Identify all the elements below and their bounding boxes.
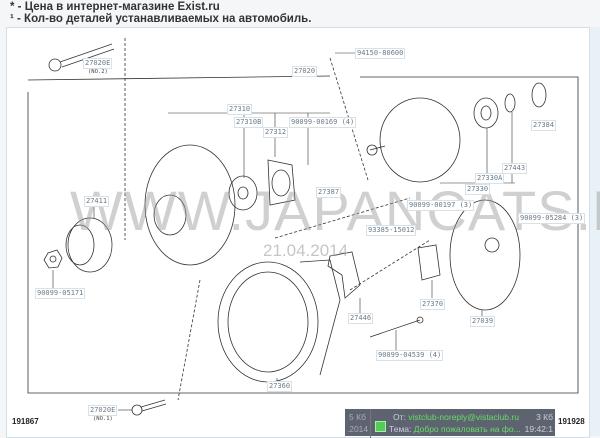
assembly-frame bbox=[27, 76, 579, 394]
label-90099-05171[interactable]: 90099-05171 bbox=[35, 288, 86, 299]
note-price: * - Цена в интернет-магазине Exist.ru bbox=[10, 1, 220, 13]
bearing-shape bbox=[228, 175, 258, 211]
label-27443[interactable]: 27443 bbox=[502, 163, 528, 174]
label-90099-00197[interactable]: 90099-00197 (3) bbox=[407, 200, 475, 211]
watermark-date: 21.04.2014 bbox=[263, 241, 349, 260]
label-27020[interactable]: 27020 bbox=[292, 66, 318, 77]
nut-shape bbox=[43, 249, 63, 269]
label-90099-05284[interactable]: 90099-05284 (3) bbox=[518, 213, 586, 224]
label-27330[interactable]: 27330 bbox=[465, 184, 491, 195]
bolt-bottom-shape bbox=[131, 399, 167, 416]
pulley-shape bbox=[65, 217, 113, 273]
label-no1: (NO.1) bbox=[93, 416, 113, 422]
left-size: 5 Кб bbox=[349, 412, 366, 422]
message-time: 19:42:1 bbox=[524, 424, 553, 434]
label-93385-15012[interactable]: 93385-15012 bbox=[366, 225, 417, 236]
stator-shape bbox=[217, 259, 341, 383]
scrollbar[interactable] bbox=[590, 27, 600, 436]
left-date: .2014 bbox=[346, 424, 369, 434]
notification-left: 5 Кб .2014 bbox=[345, 409, 371, 438]
subject-text: Добро пожаловать на фо... bbox=[413, 424, 521, 434]
label-no2: (NO.2) bbox=[88, 69, 108, 75]
note-quantity: ¹ - Кол-во деталей устанавливаемых на ав… bbox=[10, 13, 312, 25]
label-27446[interactable]: 27446 bbox=[348, 313, 374, 324]
plate2-shape bbox=[327, 251, 361, 299]
ref-right: 191928 bbox=[558, 417, 585, 426]
ring-shape bbox=[504, 93, 516, 113]
bearing-rear-shape bbox=[473, 97, 499, 129]
mail-notification[interactable]: 5 Кб .2014 От: vistclub-noreply@vistaclub… bbox=[345, 409, 555, 438]
unread-icon bbox=[375, 421, 386, 432]
message-size: 3 Кб bbox=[536, 412, 553, 422]
long-bolt-shape bbox=[369, 316, 424, 338]
rotor-shape bbox=[366, 97, 461, 183]
label-94150-80600[interactable]: 94150-80600 bbox=[355, 48, 406, 59]
label-90099-00169[interactable]: 90099-00169 (4) bbox=[289, 117, 357, 128]
label-27411[interactable]: 27411 bbox=[84, 196, 110, 207]
subject-label: Тема: bbox=[389, 424, 412, 434]
label-27020e-bottom[interactable]: 27020E bbox=[88, 405, 118, 416]
regulator-shape bbox=[417, 244, 441, 281]
label-27387[interactable]: 27387 bbox=[316, 187, 342, 198]
label-27330a[interactable]: 27330A bbox=[475, 173, 505, 184]
label-27020e-top[interactable]: 27020E bbox=[83, 58, 113, 69]
label-27360[interactable]: 27360 bbox=[267, 381, 293, 392]
ref-left: 191867 bbox=[12, 417, 39, 426]
from-address: vistclub-noreply@vistaclub.ru bbox=[408, 412, 519, 422]
label-27310b[interactable]: 27310B bbox=[234, 117, 264, 128]
label-27312[interactable]: 27312 bbox=[263, 127, 289, 138]
label-27384[interactable]: 27384 bbox=[531, 120, 557, 131]
label-27310[interactable]: 27310 bbox=[227, 104, 253, 115]
assembly-frame-top bbox=[27, 75, 331, 81]
diagram-panel bbox=[6, 27, 590, 438]
cover-shape bbox=[531, 82, 547, 108]
label-27370[interactable]: 27370 bbox=[420, 299, 446, 310]
housing-front-shape bbox=[144, 144, 236, 266]
rear-cover-shape bbox=[449, 199, 521, 311]
label-27039[interactable]: 27039 bbox=[470, 316, 496, 327]
from-label: От: bbox=[393, 412, 406, 422]
label-90099-04539[interactable]: 90099-04539 (4) bbox=[376, 350, 444, 361]
plate-shape bbox=[267, 159, 296, 206]
